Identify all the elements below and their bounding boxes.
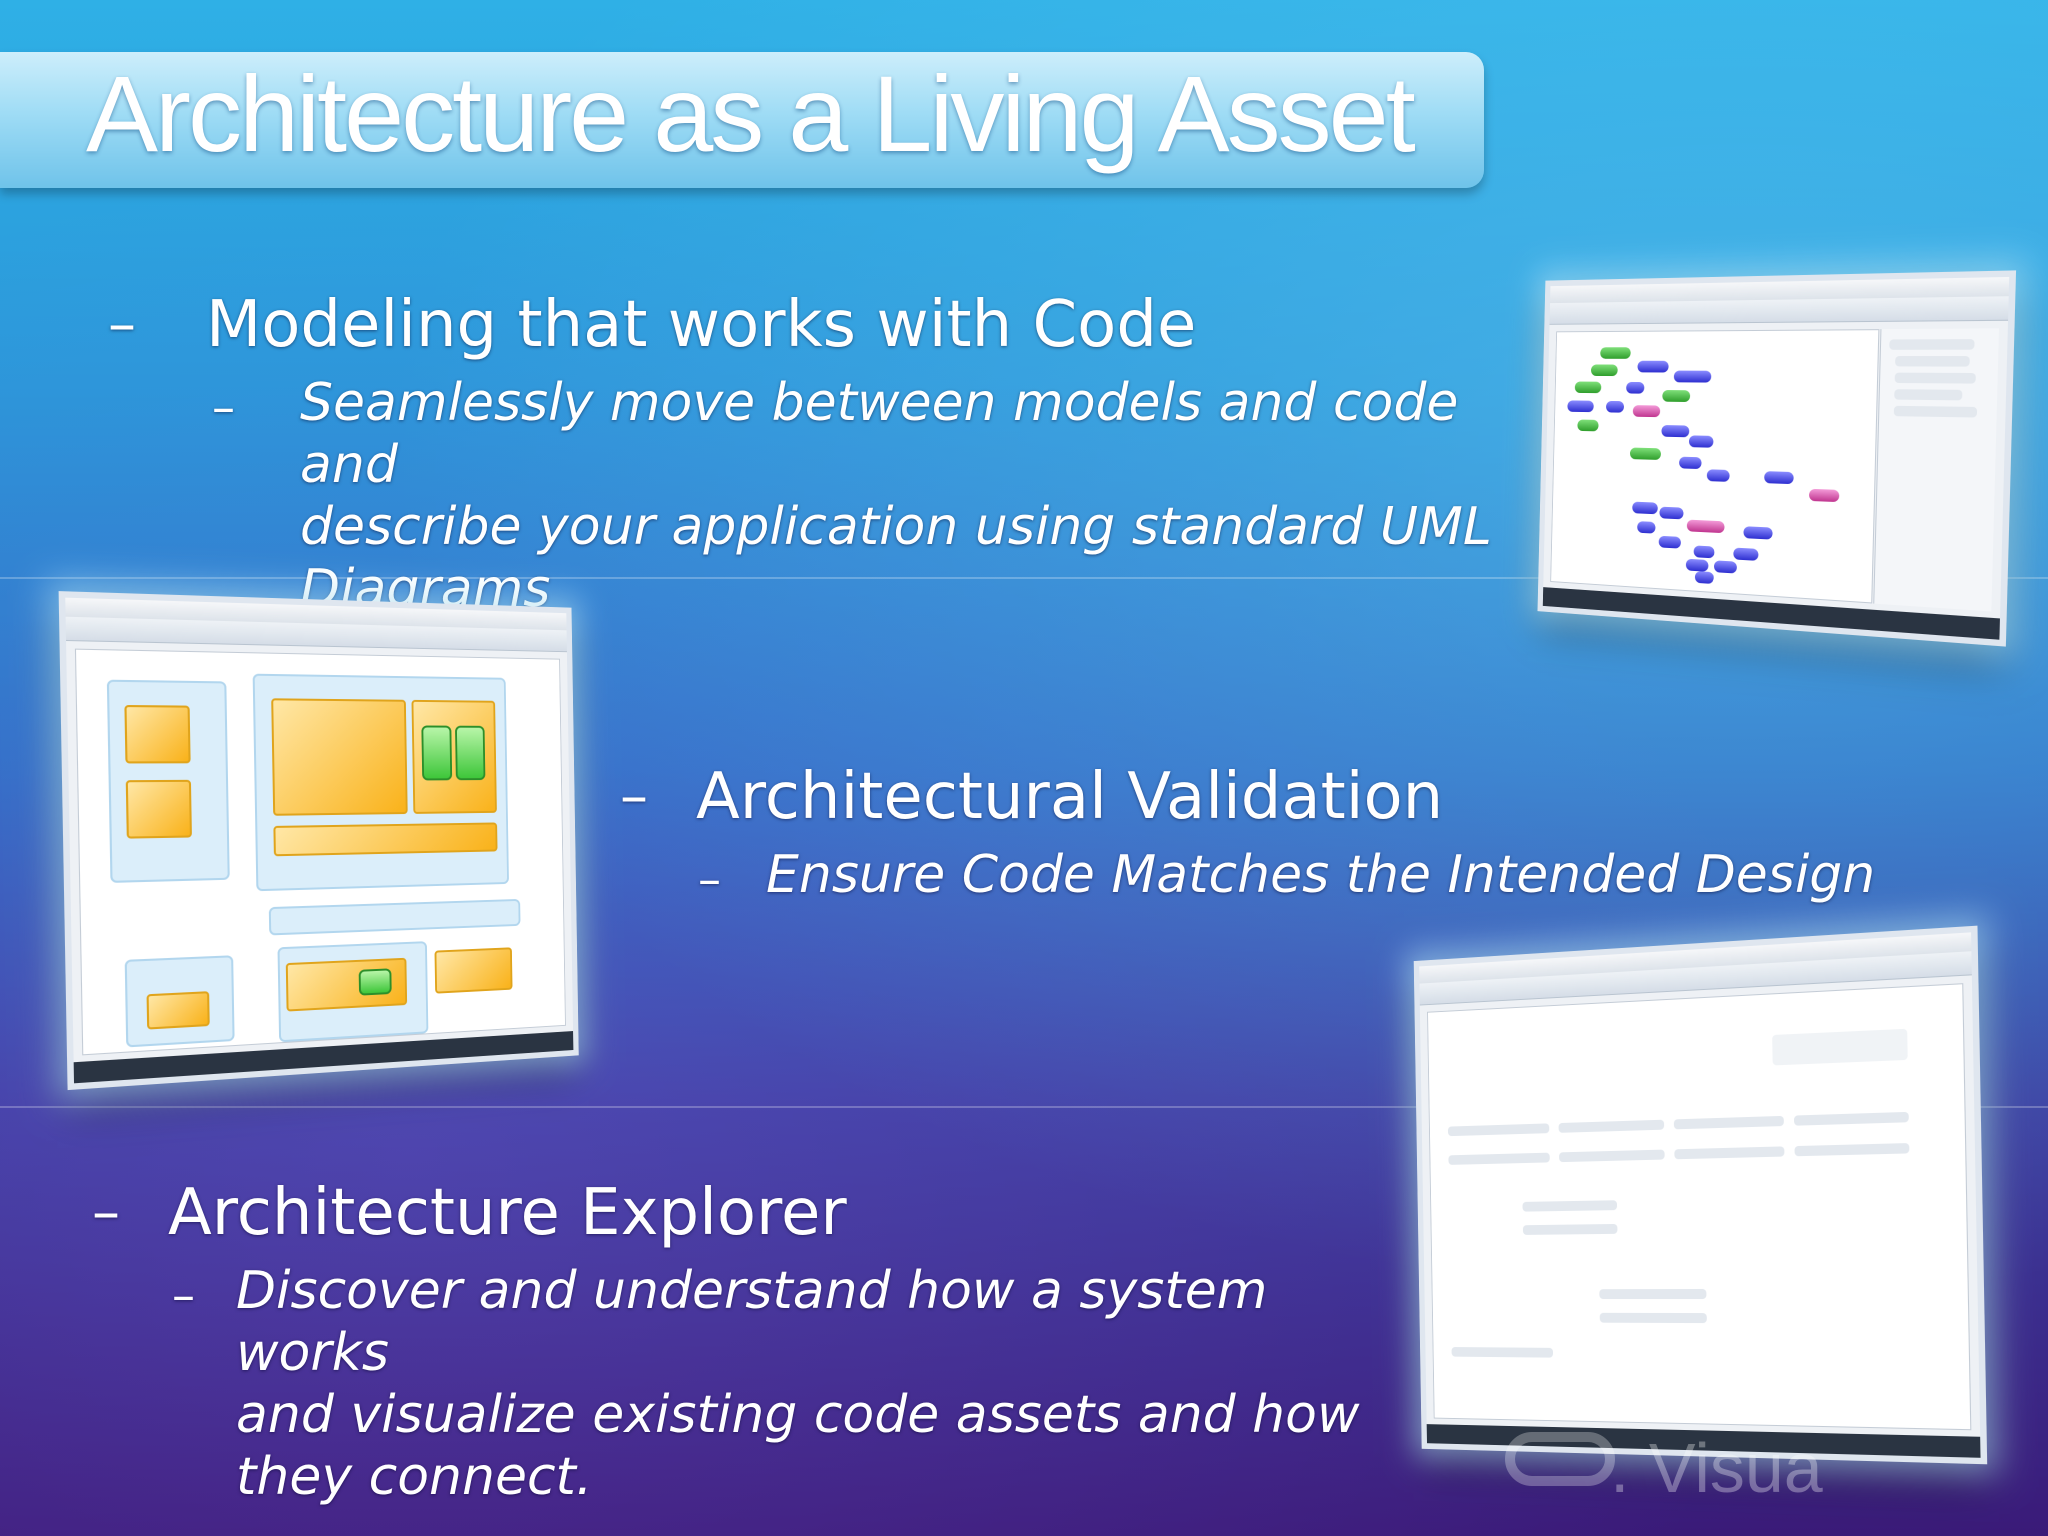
diagram-node bbox=[1629, 447, 1662, 460]
detail-line: and visualize existing code assets and h… bbox=[236, 1385, 1360, 1445]
explorer-node bbox=[1559, 1149, 1665, 1163]
solution-explorer-panel bbox=[1873, 328, 2000, 612]
database-box bbox=[454, 725, 486, 781]
diagram-node bbox=[1733, 547, 1759, 561]
bullet-detail: – Discover and understand how a system w… bbox=[172, 1260, 1392, 1508]
bullet-heading: Architectural Validation bbox=[696, 760, 1444, 834]
explorer-node bbox=[1794, 1143, 1910, 1157]
component-box bbox=[271, 698, 408, 816]
bullet-modeling: – Modeling that works with Code – Seamle… bbox=[108, 288, 1508, 619]
bullet-dash: – bbox=[108, 292, 136, 357]
diagram-node bbox=[1686, 519, 1725, 534]
component-box bbox=[273, 822, 498, 857]
component-box bbox=[124, 704, 191, 764]
bullet-heading: Architecture Explorer bbox=[168, 1176, 847, 1250]
bullet-detail: – Seamlessly move between models and cod… bbox=[212, 372, 1508, 620]
diagram-node bbox=[1706, 469, 1730, 482]
detail-line: they connect. bbox=[236, 1447, 593, 1507]
screenshot-uml-diagram bbox=[1537, 270, 2017, 647]
explorer-node bbox=[1522, 1223, 1618, 1235]
explorer-node bbox=[1772, 1028, 1908, 1066]
component-box bbox=[146, 991, 210, 1030]
diagram-node bbox=[1743, 526, 1773, 540]
explorer-node bbox=[1451, 1347, 1554, 1358]
sub-bullet-dash: – bbox=[212, 380, 235, 434]
explorer-node bbox=[1793, 1111, 1909, 1126]
diagram-node bbox=[1590, 364, 1618, 377]
logo-text: . Visua bbox=[1610, 1429, 1823, 1507]
explorer-node bbox=[1522, 1200, 1618, 1212]
database-box bbox=[421, 725, 453, 781]
diagram-node bbox=[1693, 545, 1715, 559]
diagram-node bbox=[1713, 560, 1738, 574]
bullet-dash: – bbox=[92, 1180, 120, 1245]
explorer-node bbox=[1599, 1288, 1707, 1300]
sub-bullet-dash: – bbox=[172, 1268, 195, 1322]
diagram-node bbox=[1600, 347, 1631, 359]
diagram-canvas bbox=[74, 648, 566, 1056]
explorer-node bbox=[1673, 1115, 1784, 1130]
bullet-dash: – bbox=[620, 764, 648, 829]
divider-line bbox=[0, 1106, 2048, 1108]
detail-line: Ensure Code Matches the Intended Design bbox=[766, 845, 1876, 905]
diagram-node bbox=[1661, 424, 1690, 438]
explorer-node bbox=[1599, 1312, 1707, 1324]
component-box bbox=[125, 779, 192, 839]
detail-line: describe your application using standard… bbox=[300, 497, 1492, 557]
diagram-node bbox=[1567, 400, 1594, 413]
bullet-explorer: – Architecture Explorer – Discover and u… bbox=[92, 1176, 1392, 1507]
diagram-canvas bbox=[1550, 329, 1880, 604]
explorer-node bbox=[1674, 1146, 1785, 1160]
bullet-heading: Modeling that works with Code bbox=[206, 288, 1197, 362]
tree-item bbox=[1889, 339, 1975, 350]
bullet-detail: – Ensure Code Matches the Intended Desig… bbox=[698, 844, 1875, 906]
detail-line: Seamlessly move between models and code … bbox=[300, 373, 1459, 495]
explorer-node bbox=[1558, 1119, 1665, 1133]
diagram-node bbox=[1637, 521, 1656, 534]
diagram-node bbox=[1659, 506, 1684, 520]
diagram-node bbox=[1764, 471, 1794, 485]
diagram-node bbox=[1637, 360, 1669, 373]
logo-mark bbox=[1505, 1432, 1615, 1486]
sub-bullet-dash: – bbox=[698, 852, 721, 906]
bullet-validation: – Architectural Validation – Ensure Code… bbox=[620, 760, 1875, 920]
screenshot-architecture-explorer bbox=[1413, 925, 1988, 1465]
diagram-node bbox=[1574, 381, 1602, 394]
diagram-node bbox=[1688, 435, 1714, 448]
database-box bbox=[358, 968, 392, 996]
tree-item bbox=[1894, 372, 1976, 384]
divider-line bbox=[0, 577, 2048, 579]
diagram-node bbox=[1605, 400, 1625, 413]
detail-line: Discover and understand how a system wor… bbox=[236, 1261, 1268, 1383]
diagram-node bbox=[1808, 488, 1840, 503]
screenshot-layer-diagram bbox=[58, 591, 579, 1091]
tree-item bbox=[1893, 405, 1978, 418]
diagram-node bbox=[1679, 456, 1702, 470]
title-bar bbox=[0, 52, 1484, 188]
explorer-canvas bbox=[1427, 983, 1972, 1431]
explorer-node bbox=[1447, 1123, 1550, 1137]
diagram-node bbox=[1673, 370, 1712, 383]
diagram-node bbox=[1632, 501, 1658, 515]
component-box bbox=[434, 947, 513, 994]
diagram-node bbox=[1626, 381, 1645, 394]
tree-item bbox=[1894, 389, 1963, 401]
diagram-node bbox=[1632, 405, 1661, 418]
slide-title: Architecture as a Living Asset bbox=[86, 53, 1416, 174]
diagram-node bbox=[1662, 389, 1691, 403]
diagram-node bbox=[1658, 535, 1682, 549]
diagram-node bbox=[1577, 419, 1599, 432]
layer-box bbox=[268, 898, 521, 936]
diagram-node bbox=[1685, 558, 1709, 572]
diagram-node bbox=[1694, 571, 1714, 584]
explorer-node bbox=[1448, 1152, 1550, 1165]
tree-item bbox=[1895, 356, 1970, 367]
